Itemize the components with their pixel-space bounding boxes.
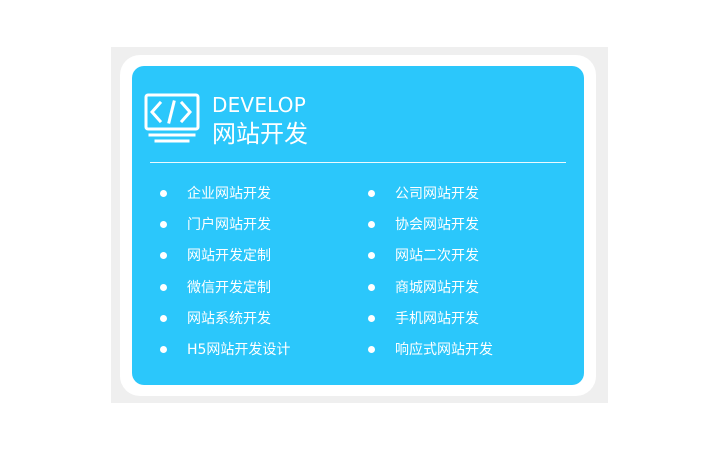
list-item[interactable]: 微信开发定制 (160, 277, 271, 297)
bullet-icon (160, 314, 167, 322)
list-item-label: 协会网站开发 (395, 217, 479, 233)
list-item[interactable]: 网站系统开发 (160, 308, 271, 328)
list-item[interactable]: 门户网站开发 (160, 214, 271, 234)
list-item-label: 门户网站开发 (187, 217, 271, 233)
list-item-label: 网站开发定制 (187, 248, 271, 264)
bullet-icon (160, 251, 167, 259)
bullet-icon (160, 220, 167, 228)
list-item-label: H5网站开发设计 (187, 342, 291, 358)
panel-header: DEVELOP 网站开发 (144, 93, 564, 153)
code-window-icon (144, 93, 200, 143)
list-item-label: 响应式网站开发 (395, 342, 493, 358)
list-item-label: 手机网站开发 (395, 311, 479, 327)
panel-title-cn: 网站开发 (212, 120, 308, 148)
bullet-icon (368, 251, 375, 259)
list-item-label: 企业网站开发 (187, 186, 271, 202)
list-item[interactable]: 协会网站开发 (368, 214, 479, 234)
bullet-icon (368, 189, 375, 197)
list-item[interactable]: 公司网站开发 (368, 183, 479, 203)
list-item[interactable]: 商城网站开发 (368, 277, 479, 297)
bullet-icon (160, 345, 167, 353)
list-item[interactable]: 手机网站开发 (368, 308, 479, 328)
list-item-label: 网站二次开发 (395, 248, 479, 264)
header-divider (150, 162, 566, 163)
bullet-icon (368, 220, 375, 228)
list-item[interactable]: 响应式网站开发 (368, 339, 493, 359)
bullet-icon (368, 314, 375, 322)
develop-panel: DEVELOP 网站开发 企业网站开发 公司网站开发 门户网站开发 协会网站开发 (132, 66, 584, 385)
list-item-label: 商城网站开发 (395, 280, 479, 296)
bullet-icon (368, 345, 375, 353)
bullet-icon (160, 189, 167, 197)
bullet-icon (160, 283, 167, 291)
panel-title-en: DEVELOP (212, 93, 306, 117)
list-item-label: 网站系统开发 (187, 311, 271, 327)
list-item-label: 微信开发定制 (187, 280, 271, 296)
bullet-icon (368, 283, 375, 291)
list-item[interactable]: 网站开发定制 (160, 245, 271, 265)
list-item[interactable]: 网站二次开发 (368, 245, 479, 265)
list-item[interactable]: H5网站开发设计 (160, 339, 290, 359)
list-item-label: 公司网站开发 (395, 186, 479, 202)
list-item[interactable]: 企业网站开发 (160, 183, 271, 203)
